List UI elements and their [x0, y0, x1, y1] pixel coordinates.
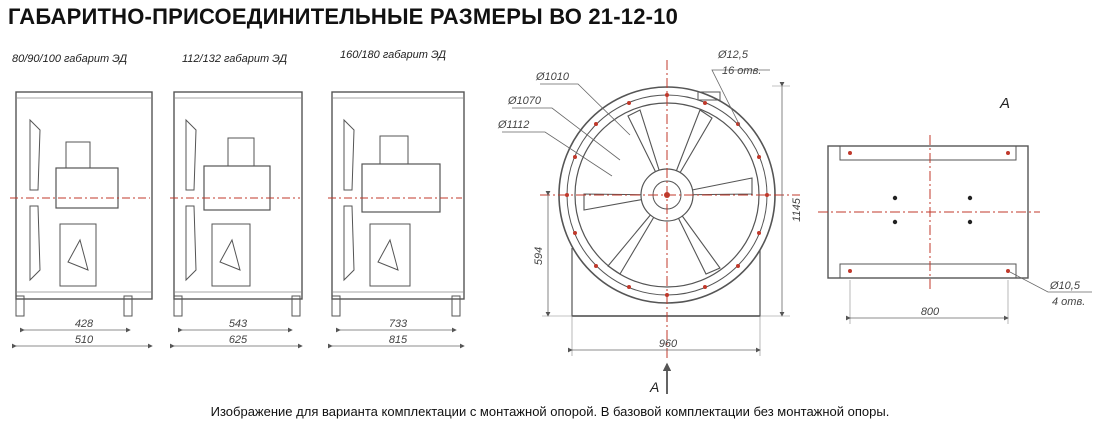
side-view-variant-3: 160/180 габарит ЭД 733 815 — [328, 49, 465, 349]
dim-d-flange: Ø1070 — [507, 95, 542, 107]
page-title: ГАБАРИТНО-ПРИСОЕДИНИТЕЛЬНЫЕ РАЗМЕРЫ ВО 2… — [8, 4, 679, 29]
side-view-variant-2: 112/132 габарит ЭД 543 625 — [170, 53, 303, 349]
dim-outer: 625 — [229, 334, 248, 346]
side-view-variant-1: 80/90/100 габарит ЭД 428 510 — [10, 53, 153, 349]
dim-hole-count: 16 отв. — [722, 65, 761, 77]
dim-inner: 428 — [75, 318, 94, 330]
dim-outer: 815 — [389, 334, 408, 346]
base-view-a: A Ø10,5 4 отв. 800 — [818, 95, 1092, 324]
variant-label: 160/180 габарит ЭД — [340, 49, 446, 61]
variant-label: 80/90/100 габарит ЭД — [12, 53, 127, 65]
dim-hole-dia: Ø12,5 — [717, 49, 749, 61]
dim-d-inner: Ø1010 — [535, 71, 570, 83]
bolt-holes — [565, 93, 769, 297]
variant-label: 112/132 габарит ЭД — [182, 53, 287, 65]
dim-d-outer: Ø1112 — [497, 119, 529, 131]
dim-outer: 510 — [75, 334, 94, 346]
dim-base-hole-count: 4 отв. — [1052, 296, 1085, 308]
front-view: Ø1010 Ø1070 Ø1112 Ø12,5 16 отв. 1145 594… — [497, 49, 803, 395]
dim-inner: 543 — [229, 318, 248, 330]
dim-base-length: 800 — [921, 306, 940, 318]
dim-height-total: 1145 — [791, 197, 803, 222]
dim-width-base: 960 — [659, 338, 678, 350]
side-views: 80/90/100 габарит ЭД 428 510 112/ — [10, 49, 465, 349]
dim-base-hole-dia: Ø10,5 — [1049, 280, 1081, 292]
dim-height-axis: 594 — [533, 247, 545, 265]
caption: Изображение для варианта комплектации с … — [210, 404, 890, 419]
view-label-a: A — [999, 95, 1010, 112]
mount-holes — [892, 195, 973, 225]
dim-inner: 733 — [389, 318, 408, 330]
view-marker-a: A — [649, 379, 659, 395]
